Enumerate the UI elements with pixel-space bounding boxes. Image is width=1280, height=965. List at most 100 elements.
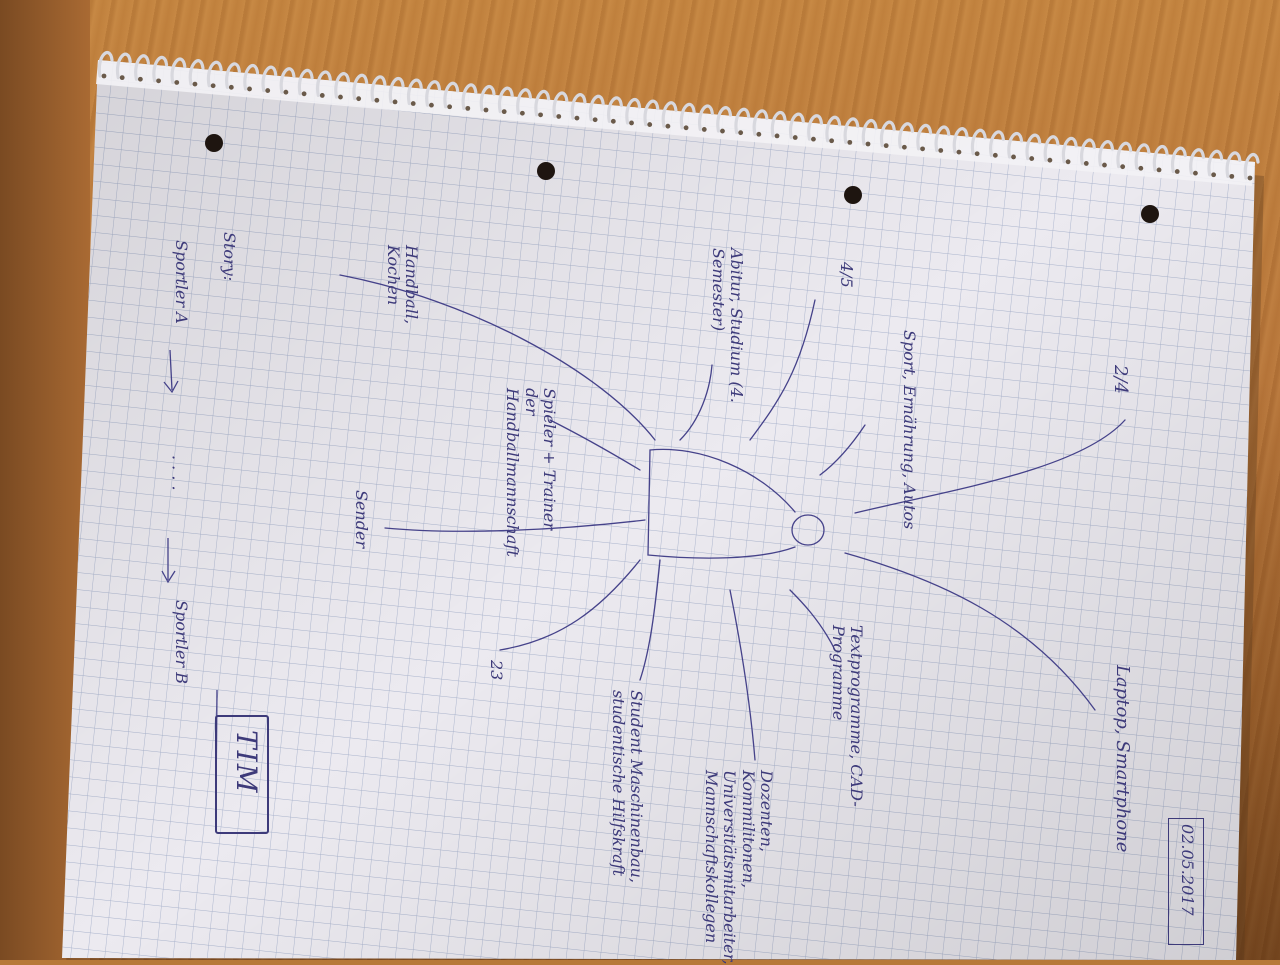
spiral-hole: [192, 81, 198, 87]
label-education: Abitur, Studium (4. Semester): [708, 248, 746, 403]
spiral-hole: [374, 97, 380, 103]
spiral-loop: [388, 77, 405, 104]
spiral-hole: [938, 148, 944, 153]
spiral-hole: [556, 114, 562, 119]
spiral-loop: [734, 107, 751, 135]
spiral-hole: [429, 102, 434, 108]
spiral-hole: [701, 127, 707, 132]
spiral-loop: [1189, 148, 1206, 175]
spiral-loop: [97, 51, 114, 78]
spiral-hole: [174, 80, 180, 85]
spiral-loop: [497, 86, 514, 114]
spiral-hole: [1011, 154, 1016, 160]
spiral-hole: [392, 99, 398, 105]
spiral-hole: [720, 128, 725, 134]
spiral-loop: [134, 54, 150, 81]
spiral-hole: [519, 110, 525, 116]
spiral-hole: [610, 118, 616, 124]
label-school: 4/5: [837, 262, 856, 288]
spiral-binding: [97, 51, 1260, 181]
spiral-loop: [843, 117, 860, 144]
spiral-loop: [1152, 145, 1169, 172]
spiral-loop: [534, 90, 551, 117]
spiral-loop: [406, 78, 423, 106]
label-contacts: Dozenten, Kommilitonen, Universitätsmita…: [701, 770, 776, 965]
story-dots: · · · ·: [164, 455, 183, 491]
punch-hole: [205, 134, 223, 152]
spiral-hole: [283, 89, 289, 95]
spiral-hole: [265, 88, 271, 93]
spiral-hole: [1102, 162, 1107, 168]
story-from: Sportler A: [172, 240, 191, 324]
spiral-hole: [683, 125, 689, 131]
spiral-loop: [297, 68, 314, 96]
spiral-loop: [170, 57, 187, 85]
spiral-hole: [156, 78, 161, 84]
spiral-loop: [352, 73, 369, 101]
spiral-hole: [1083, 161, 1089, 166]
spiral-loop: [443, 81, 460, 109]
label-team: Spieler + Trainer der Handballmannschaft: [503, 388, 559, 557]
spiral-loop: [516, 88, 532, 115]
punch-hole: [1141, 205, 1159, 223]
spiral-loop: [279, 67, 296, 94]
spiral-hole: [1065, 159, 1071, 165]
spiral-loop: [643, 99, 660, 127]
spiral-loop: [206, 60, 223, 88]
spiral-loop: [607, 96, 623, 123]
spiral-hole: [901, 144, 907, 150]
spiral-loop: [1243, 153, 1260, 180]
spiral-loop: [1134, 143, 1151, 170]
spiral-loop: [261, 65, 278, 93]
spiral-hole: [792, 135, 798, 140]
spiral-loop: [661, 101, 678, 128]
spiral-loop: [243, 64, 260, 91]
spiral-loop: [625, 98, 642, 125]
spiral-loop: [552, 91, 569, 119]
date-box: [1168, 818, 1204, 945]
spiral-loop: [1025, 133, 1042, 161]
spiral-loop: [679, 102, 696, 130]
spiral-hole: [920, 146, 925, 152]
spiral-hole: [101, 73, 107, 79]
spiral-loop: [1116, 141, 1133, 169]
spiral-hole: [811, 136, 816, 142]
spiral-loop: [825, 115, 842, 143]
label-number: 23: [487, 660, 506, 681]
spiral-loop: [1007, 132, 1024, 159]
punch-hole: [844, 186, 862, 204]
spiral-loop: [861, 119, 878, 146]
spiral-loop: [1170, 146, 1187, 174]
spiral-hole: [1029, 156, 1035, 161]
spiral-hole: [137, 76, 143, 82]
spiral-loop: [716, 106, 733, 133]
spiral-hole: [338, 94, 343, 100]
spiral-loop: [1043, 135, 1060, 162]
label-hobbies: Handball, Kochen: [383, 245, 421, 325]
spiral-hole: [1120, 164, 1126, 170]
spiral-hole: [629, 120, 634, 126]
spiral-loop: [807, 114, 824, 141]
name-box: [215, 715, 269, 834]
date-label: 02.05.2017: [1178, 824, 1197, 916]
spiral-hole: [1047, 157, 1053, 163]
spiral-hole: [1138, 165, 1144, 171]
story-to: Sportler B: [172, 600, 191, 684]
spiral-hole: [1174, 169, 1180, 174]
spiral-hole: [647, 122, 653, 127]
spiral-hole: [247, 86, 252, 92]
spiral-loop: [970, 128, 987, 156]
spiral-hole: [847, 139, 853, 145]
spiral-hole: [774, 133, 780, 139]
name-label: TIM: [230, 730, 263, 795]
spiral-hole: [210, 83, 216, 89]
spiral-hole: [592, 117, 598, 123]
spiral-hole: [865, 141, 871, 147]
spiral-loop: [425, 80, 442, 107]
spiral-hole: [1247, 175, 1253, 181]
spiral-loop: [934, 125, 951, 153]
spiral-hole: [447, 104, 453, 110]
